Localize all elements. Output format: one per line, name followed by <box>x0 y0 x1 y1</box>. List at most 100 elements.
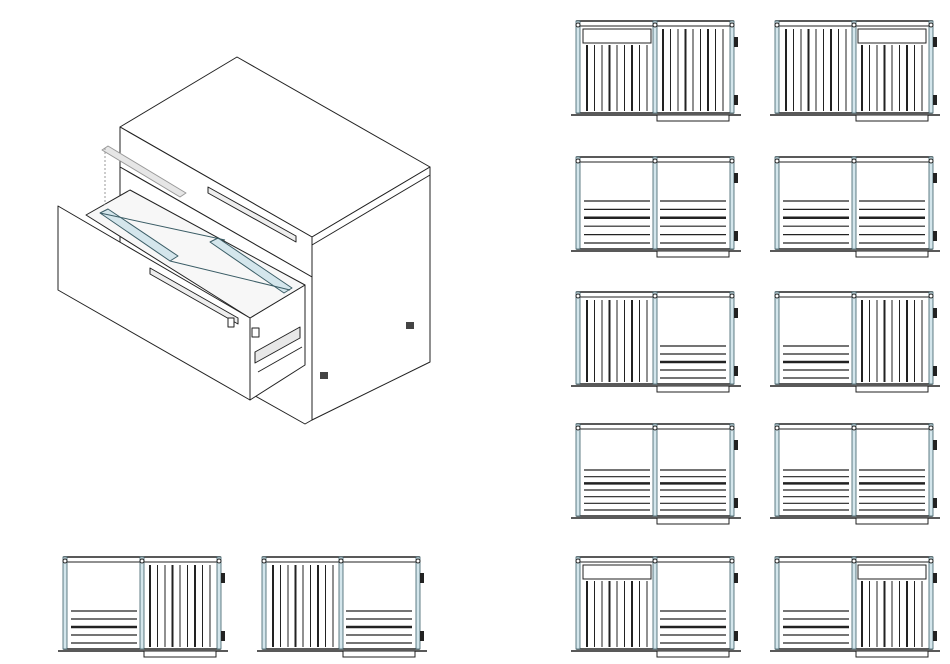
folder-cover <box>858 565 926 579</box>
drawer-handle <box>856 518 928 524</box>
rail-knob <box>775 159 779 163</box>
side-rail <box>929 292 933 384</box>
rail-knob <box>576 426 580 430</box>
side-rail <box>576 557 580 649</box>
side-rail <box>730 424 734 516</box>
latch-icon <box>734 631 738 641</box>
rail-knob <box>775 23 779 27</box>
side-rail <box>730 292 734 384</box>
side-rail <box>775 424 779 516</box>
rail-knob <box>576 559 580 563</box>
side-rail <box>576 21 580 113</box>
side-rail <box>217 557 221 649</box>
side-rail <box>63 557 67 649</box>
drawer-handle <box>657 651 729 657</box>
latch-icon <box>221 573 225 583</box>
center-divider <box>852 292 856 384</box>
latch-icon <box>420 631 424 641</box>
rail-knob <box>929 559 933 563</box>
rail-knob <box>576 294 580 298</box>
side-rail <box>576 424 580 516</box>
folder-cover <box>583 29 651 43</box>
drawer-handle <box>657 518 729 524</box>
side-rail <box>929 424 933 516</box>
side-rail <box>775 292 779 384</box>
center-divider <box>852 21 856 113</box>
latch-icon <box>734 498 738 508</box>
latch-icon <box>933 440 937 450</box>
foot <box>320 372 328 379</box>
layout-thumbnail <box>770 557 940 657</box>
latch-icon <box>734 173 738 183</box>
latch-icon <box>933 37 937 47</box>
latch-icon <box>933 95 937 105</box>
drawer-handle <box>657 251 729 257</box>
center-divider <box>339 557 343 649</box>
layout-thumbnail <box>770 157 940 257</box>
drawer-handle <box>657 386 729 392</box>
latch-icon <box>734 231 738 241</box>
layout-thumbnail <box>770 424 940 524</box>
side-rail <box>730 157 734 249</box>
latch-icon <box>933 498 937 508</box>
drawer-handle <box>657 115 729 121</box>
rail-knob <box>653 23 657 27</box>
rail-knob <box>852 559 856 563</box>
side-rail <box>576 157 580 249</box>
side-rail <box>730 557 734 649</box>
rail-knob <box>730 426 734 430</box>
layout-thumbnail <box>571 557 741 657</box>
layout-thumbnail <box>571 424 741 524</box>
rail-knob <box>929 159 933 163</box>
latch-icon <box>734 37 738 47</box>
rail-knob <box>929 426 933 430</box>
center-divider <box>852 157 856 249</box>
rail-knob <box>339 559 343 563</box>
latch-icon <box>933 308 937 318</box>
center-divider <box>653 157 657 249</box>
rail-knob <box>262 559 266 563</box>
rail-knob <box>775 426 779 430</box>
rail-knob <box>852 294 856 298</box>
side-rail <box>775 557 779 649</box>
rail-knob <box>730 23 734 27</box>
rail-knob <box>929 23 933 27</box>
layout-thumbnail <box>571 157 741 257</box>
side-rail <box>416 557 420 649</box>
latch-icon <box>734 573 738 583</box>
rail-knob <box>730 294 734 298</box>
center-divider <box>653 424 657 516</box>
rail-knob <box>929 294 933 298</box>
layout-thumbnail <box>257 557 427 657</box>
layout-thumbnail <box>58 557 228 657</box>
drawer-handle <box>144 651 216 657</box>
center-divider <box>653 292 657 384</box>
center-divider <box>140 557 144 649</box>
lateral-file-cabinet-illustration <box>58 57 430 424</box>
layout-thumbnail <box>571 21 741 121</box>
side-rail <box>262 557 266 649</box>
lock-icon <box>228 318 234 327</box>
latch-icon <box>734 440 738 450</box>
rail-knob <box>852 426 856 430</box>
side-rail <box>775 21 779 113</box>
latch-icon <box>420 573 424 583</box>
center-divider <box>852 557 856 649</box>
layout-thumbnail <box>770 292 940 392</box>
drawer-handle <box>343 651 415 657</box>
rail-knob <box>852 159 856 163</box>
layout-thumbnail <box>770 21 940 121</box>
rail-knob <box>653 426 657 430</box>
latch-icon <box>734 95 738 105</box>
side-rail <box>929 157 933 249</box>
latch-icon <box>933 366 937 376</box>
side-rail <box>929 557 933 649</box>
drawer-handle <box>856 251 928 257</box>
layout-thumbnail <box>571 292 741 392</box>
side-rail <box>775 157 779 249</box>
lock-icon <box>252 328 259 337</box>
latch-icon <box>221 631 225 641</box>
side-rail <box>929 21 933 113</box>
side-rail <box>576 292 580 384</box>
